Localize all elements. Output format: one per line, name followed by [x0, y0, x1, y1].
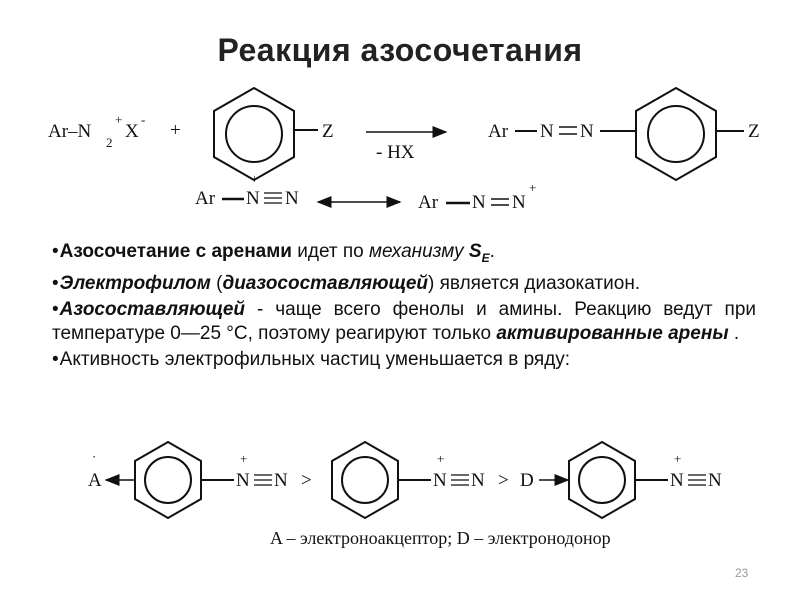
benzene-ring-icon — [213, 86, 295, 182]
resonance-right-charge: + — [529, 180, 536, 195]
reagent-anion: X — [125, 121, 139, 142]
greater-than-1: > — [301, 470, 312, 491]
bullet-item: •Электрофилом (диазосоставляющей) являет… — [52, 272, 756, 296]
radical-dot: · — [92, 449, 96, 464]
product-z: Z — [748, 121, 760, 142]
product-n1: N — [540, 121, 554, 142]
reagent-anion-charge: - — [141, 112, 145, 127]
reagent-charge: + — [115, 112, 122, 127]
substituent-z: Z — [322, 121, 334, 142]
benzene-ring-icon — [635, 86, 717, 182]
resonance-right-n1: N — [472, 192, 486, 213]
resonance-right-ar: Ar — [418, 192, 439, 213]
series-n2-1: N — [274, 470, 288, 491]
legend-text: A – электроноакцептор; D – электронодоно… — [270, 528, 611, 548]
resonance-left-ar: Ar — [195, 188, 216, 209]
bullet-text: S — [468, 241, 482, 262]
bullet-text: ( — [210, 272, 223, 294]
bullet-marker: • — [52, 241, 59, 262]
bullet-text: Азосоставляющей — [59, 298, 246, 320]
bullet-marker: • — [52, 348, 59, 370]
bullet-item: •Азосочетание с аренами идет по механизм… — [52, 240, 756, 270]
bullet-text: - чаще всего фенолы и амины. Реакцию вед… — [52, 298, 756, 344]
benzene-ring-icon — [568, 440, 636, 520]
bullet-text: . — [728, 322, 740, 344]
bullet-text: Азосочетание с аренами — [59, 241, 292, 262]
series-n2-2: N — [471, 470, 485, 491]
plus-sign: + — [170, 120, 181, 141]
bullet-text: идет по — [292, 241, 370, 262]
resonance-left-n2: N — [285, 188, 299, 209]
series-n2-3: N — [708, 470, 722, 491]
bullet-list: •Азосочетание с аренами идет по механизм… — [52, 240, 756, 374]
arrow-label: - HX — [376, 142, 415, 163]
bullet-marker: • — [52, 272, 59, 294]
series-charge-1: + — [240, 451, 247, 466]
bullet-text: ) является диазокатион. — [428, 272, 641, 294]
bullet-text: Электрофилом — [59, 272, 211, 294]
series-d-label: D — [520, 470, 534, 491]
series-n1-3: N — [670, 470, 684, 491]
bullet-text: диазосоставляющей — [222, 272, 429, 294]
reagent-subscript: 2 — [106, 135, 113, 150]
benzene-ring-icon — [134, 440, 202, 520]
bullet-text: механизму — [369, 241, 469, 262]
product-ar: Ar — [488, 121, 509, 142]
reagent-ar-n2: Ar–N — [48, 121, 92, 142]
series-n1-1: N — [236, 470, 250, 491]
product-n2: N — [580, 121, 594, 142]
bullet-item: •Активность электрофильных частиц уменьш… — [52, 348, 756, 372]
bullet-text: Активность электрофильных частиц уменьша… — [59, 348, 571, 370]
bullet-text: E — [481, 250, 490, 265]
series-n1-2: N — [433, 470, 447, 491]
slide-title: Реакция азосочетания — [217, 32, 583, 68]
resonance-left-n1: N — [246, 188, 260, 209]
reagent-diazonium: Ar–N 2 + X - — [48, 112, 145, 150]
greater-than-2: > — [498, 470, 509, 491]
bullet-text: . — [489, 241, 495, 262]
resonance-right-n2: N — [512, 192, 526, 213]
bullet-marker: • — [52, 298, 59, 320]
page-number: 23 — [735, 566, 749, 580]
resonance-left-charge: + — [251, 171, 258, 186]
benzene-ring-icon — [331, 440, 399, 520]
bullet-item: •Азосоставляющей - чаще всего фенолы и а… — [52, 298, 756, 346]
series-charge-2: + — [437, 451, 444, 466]
series-charge-3: + — [674, 451, 681, 466]
bullet-text: активированные арены — [496, 322, 729, 344]
series-a-label: A — [88, 470, 102, 491]
